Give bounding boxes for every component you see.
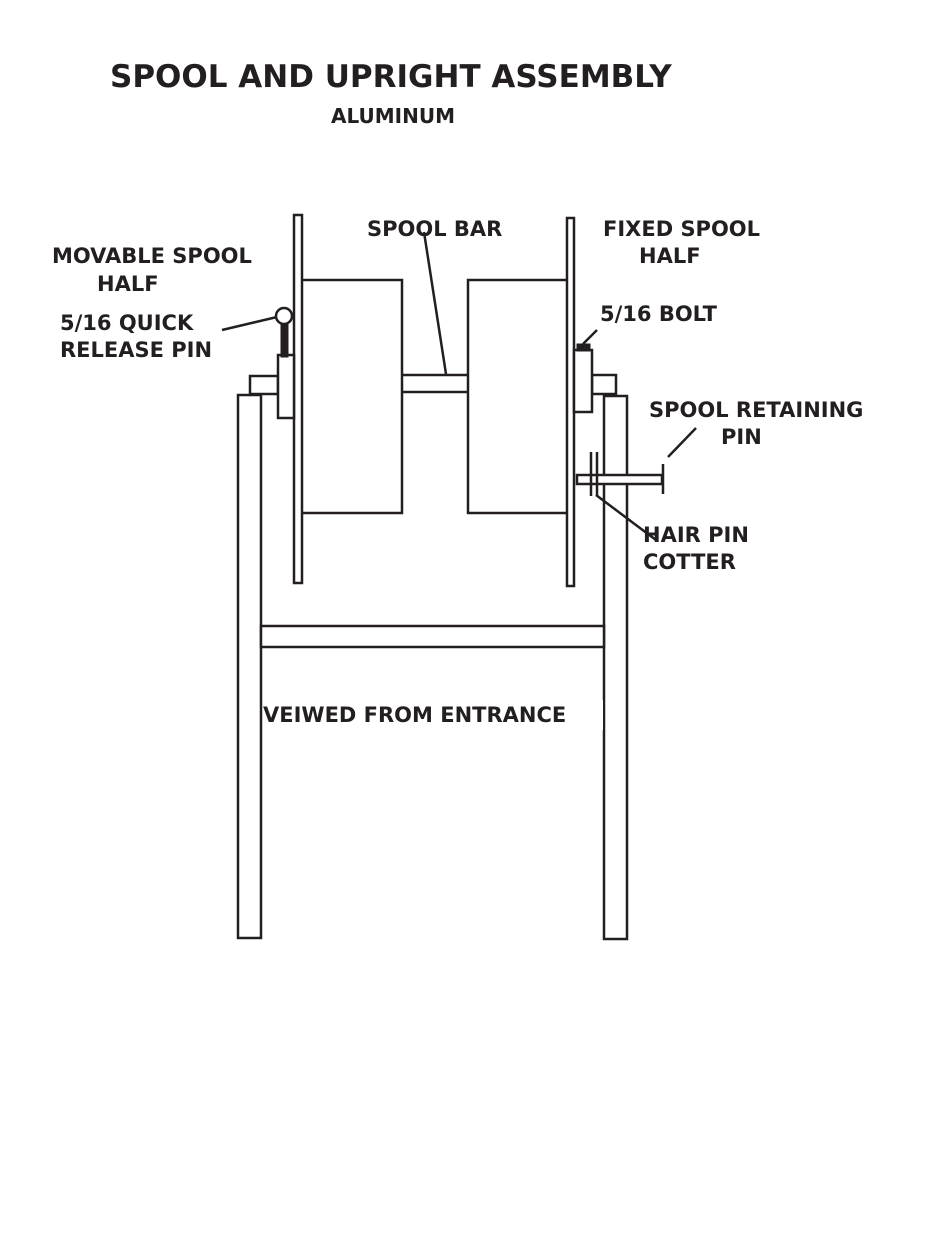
- right-upright-top-block: [592, 375, 616, 394]
- leader-spool-retaining-pin: [668, 428, 696, 457]
- label-movable-spool-half-line2: HALF: [97, 272, 159, 296]
- movable-spool-body: [301, 280, 402, 513]
- label-quick-release-pin-line1: 5/16 QUICK: [60, 311, 194, 335]
- label-spool-retaining-pin-line2: PIN: [721, 425, 762, 449]
- label-bolt: 5/16 BOLT: [600, 302, 718, 326]
- label-hair-pin-cotter-line2: COTTER: [643, 550, 736, 574]
- label-spool-retaining-pin-line1: SPOOL RETAINING: [649, 398, 863, 422]
- quick-release-pin-ring: [276, 308, 292, 324]
- label-fixed-spool-half-line2: HALF: [639, 244, 701, 268]
- left-upright-top-block: [250, 376, 278, 394]
- spool-bar: [400, 375, 470, 392]
- drawing-subtitle: ALUMINUM: [331, 104, 455, 128]
- movable-spool-hub: [278, 355, 294, 418]
- label-fixed-spool-half-line1: FIXED SPOOL: [603, 217, 760, 241]
- leader-quick-release-pin: [222, 317, 277, 330]
- leader-spool-bar: [424, 232, 446, 374]
- label-view-note: VEIWED FROM ENTRANCE: [263, 703, 566, 727]
- fixed-spool-hub: [574, 350, 592, 412]
- bolt-head: [577, 344, 590, 351]
- label-quick-release-pin-line2: RELEASE PIN: [60, 338, 212, 362]
- drawing-title: SPOOL AND UPRIGHT ASSEMBLY: [110, 59, 672, 95]
- leader-bolt: [583, 330, 597, 344]
- cross-brace: [261, 626, 604, 647]
- label-hair-pin-cotter-line1: HAIR PIN: [643, 523, 749, 547]
- quick-release-pin-shaft: [281, 322, 288, 357]
- left-upright: [238, 395, 261, 938]
- label-spool-bar: SPOOL BAR: [367, 217, 502, 241]
- label-movable-spool-half-line1: MOVABLE SPOOL: [52, 244, 252, 268]
- fixed-spool-body: [468, 280, 568, 513]
